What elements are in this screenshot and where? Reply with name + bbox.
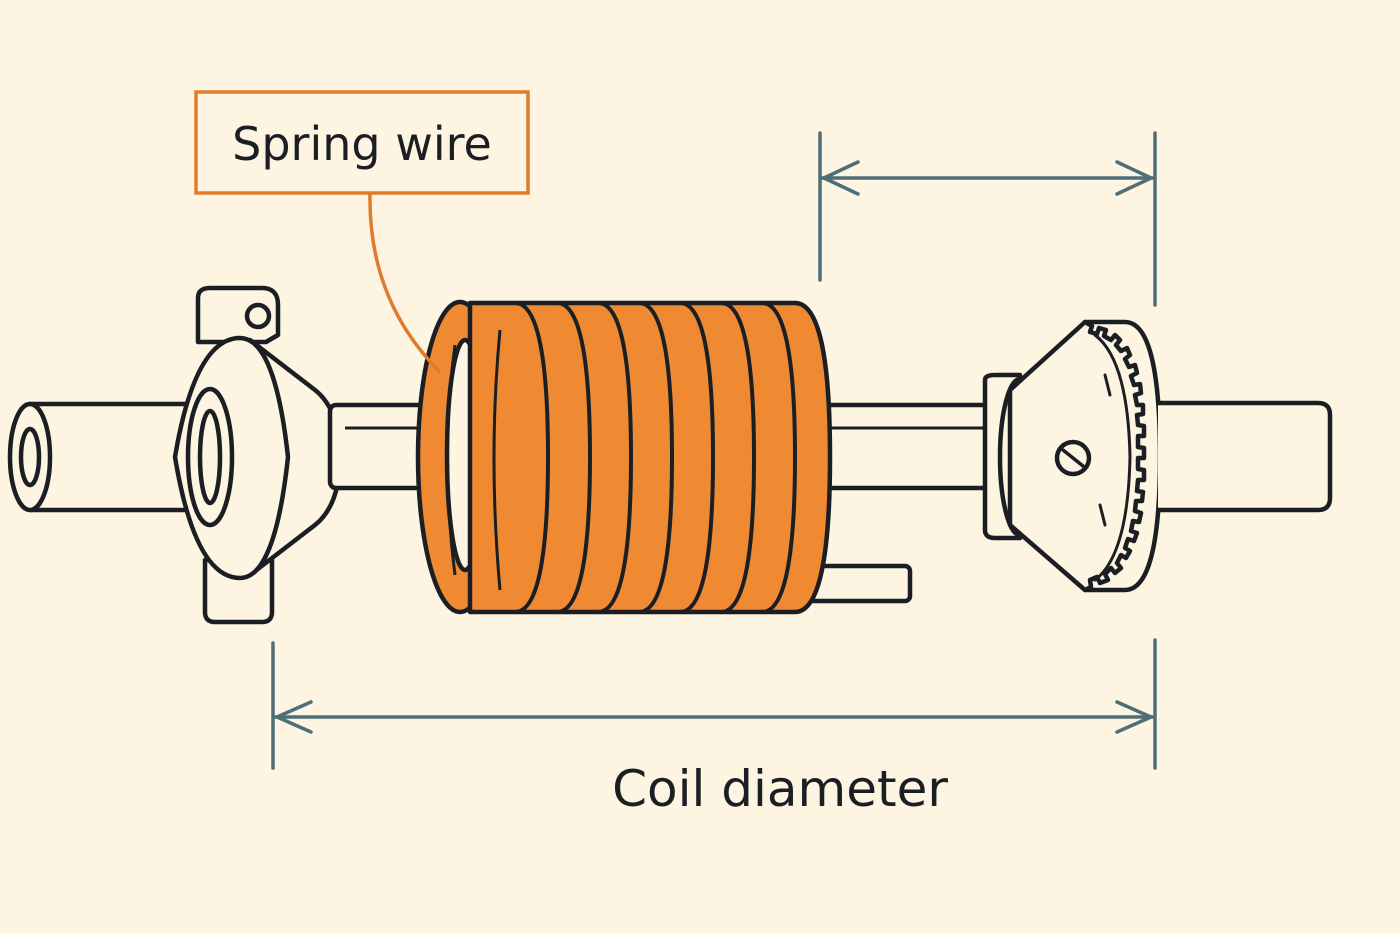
callout-label: Spring wire — [232, 117, 492, 171]
coil-spring — [415, 299, 833, 615]
callout-leader-line — [368, 192, 442, 374]
dimension-label: Coil diameter — [612, 760, 948, 818]
right-shaft — [1158, 400, 1333, 513]
right-knob — [1007, 319, 1163, 593]
top-dimension-arrow — [818, 131, 1157, 307]
callout-box — [194, 90, 530, 195]
coil-diameter-dimension — [271, 638, 1157, 770]
spring-wire-callout: Spring wire — [194, 90, 530, 374]
left-mounting-bracket — [172, 285, 343, 625]
